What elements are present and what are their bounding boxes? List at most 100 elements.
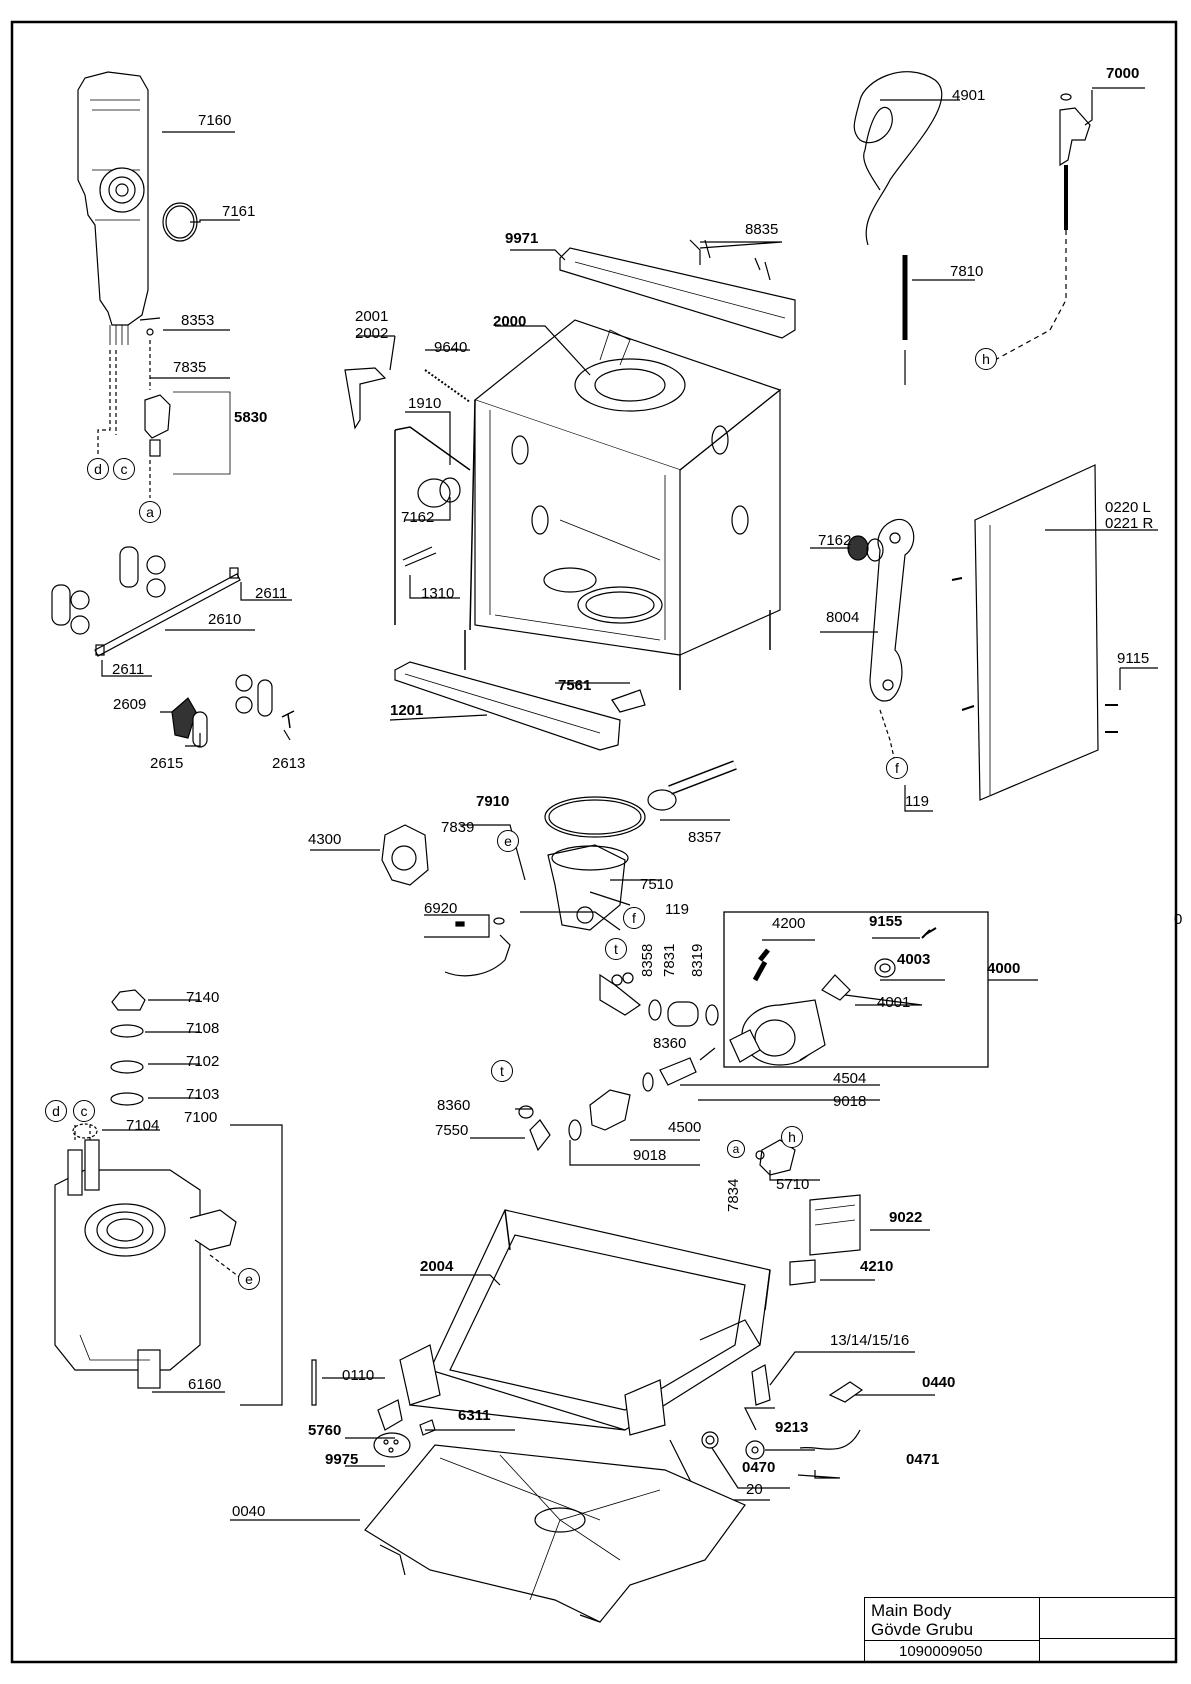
callout-0221: 0221 R [1105, 515, 1154, 532]
marker-d-upper: d [87, 458, 109, 480]
callout-2002: 2002 [355, 325, 389, 342]
title-block: Main Body Gövde Grubu 1090009050 [864, 1597, 1176, 1662]
callout-6311: 6311 [458, 1407, 491, 1424]
title-divider-right [1039, 1638, 1176, 1639]
callout-119-door: 119 [905, 793, 929, 810]
marker-e-sump: e [497, 830, 519, 852]
callout-9022: 9022 [889, 1209, 923, 1226]
marker-d-lower: d [45, 1100, 67, 1122]
circulation-pump-kit-frame [723, 911, 989, 1068]
callout-6920: 6920 [424, 900, 458, 917]
tub-frame-drawing [464, 319, 782, 690]
callout-7108: 7108 [186, 1020, 220, 1037]
callout-8358: 8358 [639, 943, 656, 977]
callout-7162-right: 7162 [818, 532, 852, 549]
callout-edge-fragment: 0 [1174, 911, 1183, 928]
sump-7510-drawing [520, 796, 660, 931]
marker-a-upper: a [139, 501, 161, 523]
callout-7162-left: 7162 [401, 509, 435, 526]
callout-4210: 4210 [860, 1258, 894, 1275]
callout-7140: 7140 [186, 989, 220, 1006]
callout-1201: 1201 [390, 702, 424, 719]
callout-7839: 7839 [441, 819, 475, 836]
callout-7550: 7550 [435, 1122, 469, 1139]
callout-8353: 8353 [181, 312, 215, 329]
callout-9018-right: 9018 [833, 1093, 867, 1110]
door-hinge-arm-drawing [810, 518, 933, 812]
valve-5830-drawing [144, 328, 231, 475]
title-block-left-cell: Main Body Gövde Grubu 1090009050 [865, 1598, 1040, 1662]
front-strip-1201-drawing [394, 661, 621, 751]
callout-1910: 1910 [408, 395, 442, 412]
callout-20: 20 [746, 1481, 763, 1498]
callout-2613: 2613 [272, 755, 306, 772]
marker-f-sump: f [623, 907, 645, 929]
power-cord-4901-drawing [853, 71, 943, 246]
marker-t-sump: t [605, 938, 627, 960]
callout-8319: 8319 [689, 943, 706, 977]
callout-9971: 9971 [505, 230, 539, 247]
callout-0220: 0220 L [1105, 499, 1151, 516]
callout-9640: 9640 [434, 339, 468, 356]
assembly-name-tr: Gövde Grubu [871, 1620, 974, 1639]
callout-4901: 4901 [952, 87, 986, 104]
door-panel-drawing [951, 464, 1158, 801]
salt-lid-rings-drawing [72, 989, 146, 1139]
callout-2611-upper: 2611 [255, 585, 288, 602]
basket-rail-parts-drawing [51, 546, 295, 748]
base-frame-2004-drawing [399, 1209, 771, 1436]
callout-4300: 4300 [308, 831, 342, 848]
callout-7161: 7161 [222, 203, 256, 220]
callout-0440: 0440 [922, 1374, 956, 1391]
callout-13-14-15-16: 13/14/15/16 [830, 1332, 910, 1349]
marker-c-upper: c [113, 458, 135, 480]
callout-7834: 7834 [725, 1178, 742, 1212]
callout-7510: 7510 [640, 876, 674, 893]
callout-7910: 7910 [476, 793, 510, 810]
callout-0471: 0471 [906, 1451, 940, 1468]
marker-e-lower: e [238, 1268, 260, 1290]
callout-4500: 4500 [668, 1119, 702, 1136]
circulation-pump-4000-drawing [729, 927, 1038, 1066]
marker-f-door: f [886, 757, 908, 779]
salt-container-7100-drawing [54, 1125, 251, 1389]
top-frame-9971-drawing [559, 239, 796, 339]
callout-9155: 9155 [869, 913, 903, 930]
callout-7100: 7100 [184, 1109, 218, 1126]
callout-7000: 7000 [1106, 65, 1140, 82]
callout-7104: 7104 [126, 1117, 160, 1134]
callout-4001: 4001 [877, 994, 911, 1011]
callout-2004: 2004 [420, 1258, 454, 1275]
callout-0470: 0470 [742, 1459, 776, 1476]
callout-9115: 9115 [1117, 650, 1150, 667]
callout-5830: 5830 [234, 409, 268, 426]
marker-c-lower: c [73, 1100, 95, 1122]
callout-4504: 4504 [833, 1070, 867, 1087]
callout-8360-right: 8360 [653, 1035, 687, 1052]
callout-2611-lower: 2611 [112, 661, 145, 678]
pump-4300-drawing [381, 824, 429, 886]
title-divider [865, 1640, 1039, 1641]
callout-5760: 5760 [308, 1422, 342, 1439]
marker-t-hose: t [491, 1060, 513, 1082]
callout-4003: 4003 [897, 951, 931, 968]
callout-4000: 4000 [987, 960, 1021, 977]
callout-0110: 0110 [342, 1367, 375, 1384]
callout-8360-left: 8360 [437, 1097, 471, 1114]
callout-9213: 9213 [775, 1419, 809, 1436]
callout-2000: 2000 [493, 313, 527, 330]
callout-2610: 2610 [208, 611, 242, 628]
marker-a-lower: a [727, 1140, 745, 1158]
callout-0040: 0040 [232, 1503, 266, 1520]
assembly-name-en: Main Body [871, 1601, 952, 1620]
page-border [10, 20, 1178, 1664]
callout-7160: 7160 [198, 112, 232, 129]
assembly-part-number: 1090009050 [899, 1643, 983, 1660]
marker-h-upper: h [975, 348, 997, 370]
callout-4200: 4200 [772, 915, 806, 932]
callout-7831: 7831 [661, 943, 678, 977]
marker-h-lower: h [781, 1126, 803, 1148]
callout-9018-left: 9018 [633, 1147, 667, 1164]
callout-8835: 8835 [745, 221, 779, 238]
